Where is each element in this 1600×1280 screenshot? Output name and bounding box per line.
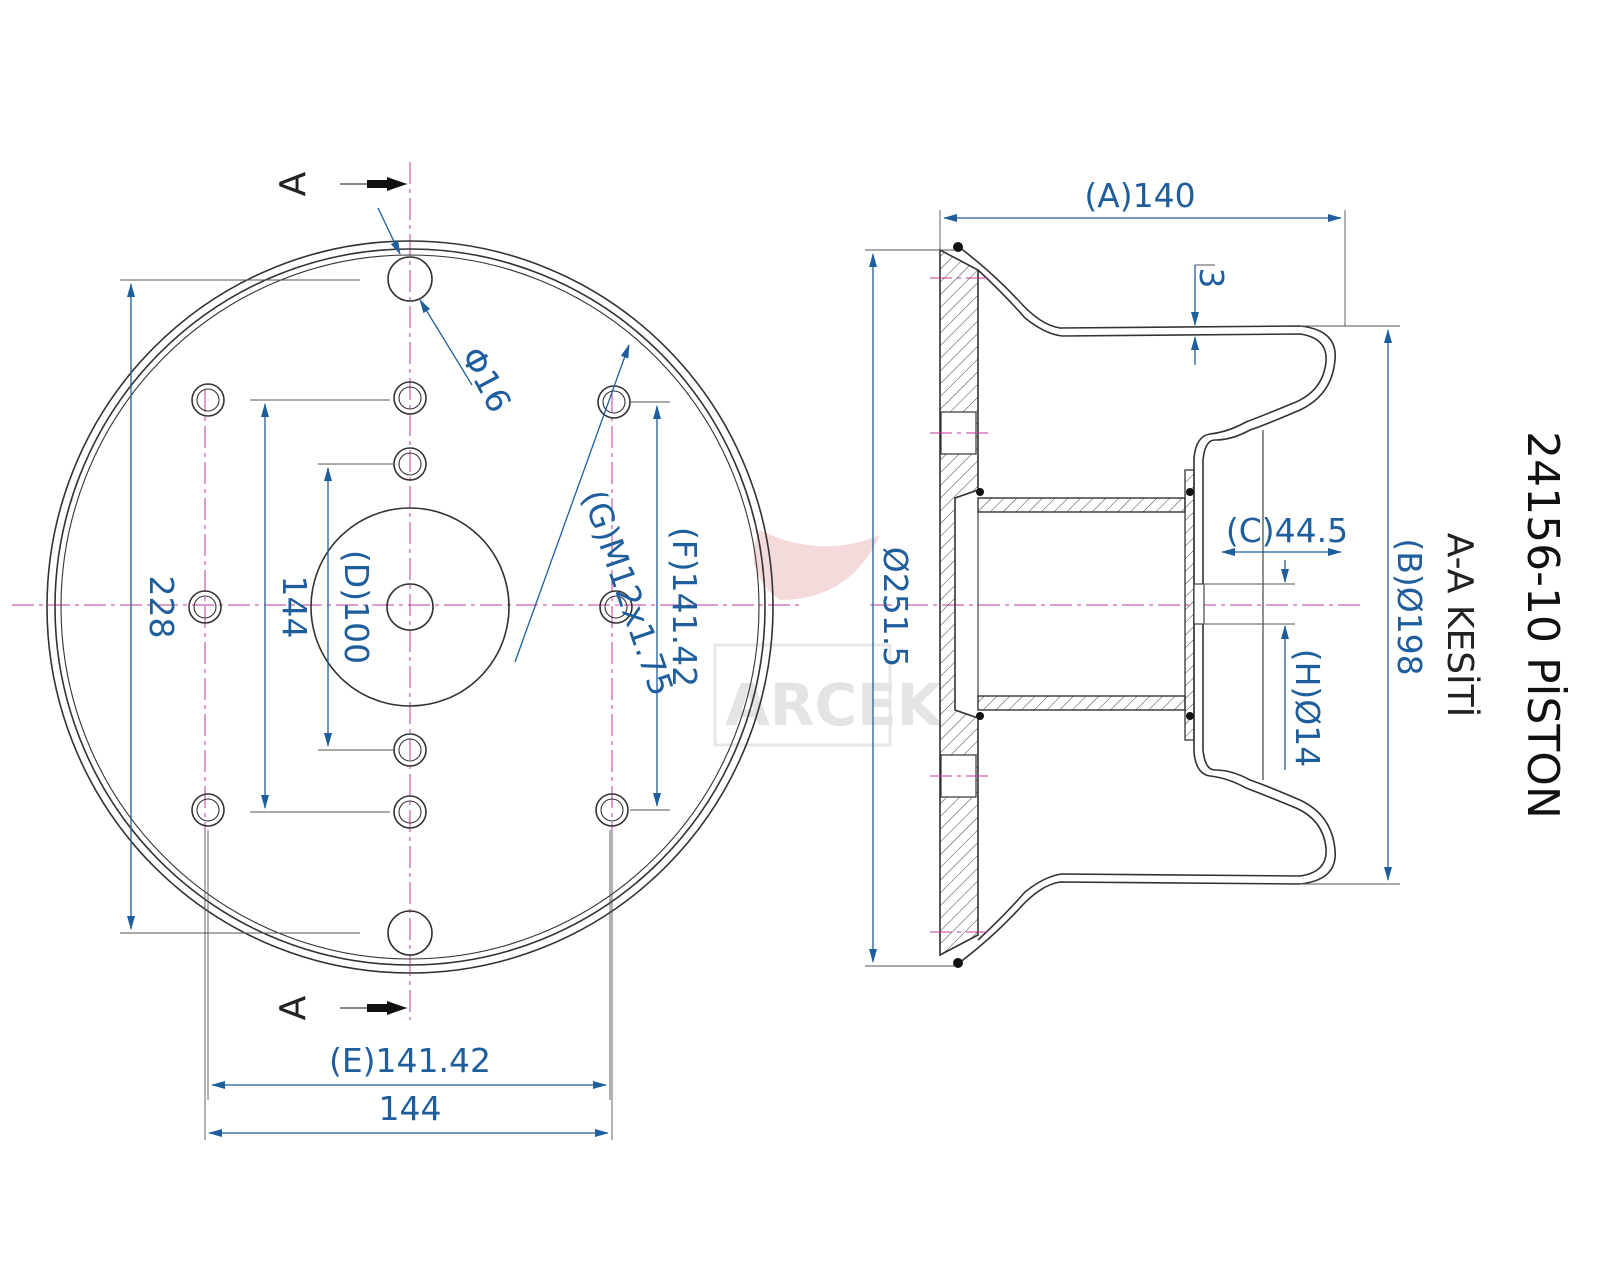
section-bell-inner-top xyxy=(977,269,1327,435)
section-bell-inner-bottom xyxy=(977,775,1327,941)
center-boss-circle xyxy=(310,507,510,707)
section-bell-outer-bottom xyxy=(954,769,1336,967)
dim-center-dia: (D)100 xyxy=(337,550,376,664)
stud-hole-inner xyxy=(600,798,624,822)
weld-mark xyxy=(976,712,984,720)
stud-hole-inner xyxy=(398,738,422,762)
section-marker-bottom: A xyxy=(273,995,314,1020)
dim-outer-height: 228 xyxy=(142,576,181,639)
stud-hole-inner xyxy=(398,452,422,476)
dim-inner-height: 144 xyxy=(275,576,314,639)
bolt-hole-bottom xyxy=(387,910,433,956)
leader-hole-dia-in xyxy=(377,207,401,255)
dim-hole-dia: Φ16 xyxy=(453,340,519,418)
stud-hole xyxy=(188,590,222,624)
section-cap-plate xyxy=(1184,469,1195,741)
dim-wall: 3 xyxy=(1192,268,1231,289)
dim-length: (A)140 xyxy=(1084,176,1195,215)
flange-inner-rim-circle xyxy=(60,254,760,960)
stud-hole xyxy=(191,793,225,827)
section-flange-plate xyxy=(939,248,979,957)
leader-hole-dia-out xyxy=(419,299,473,386)
watermark-logo-shape xyxy=(753,530,880,600)
center-hole xyxy=(386,583,434,631)
section-view: (A)140 3 Ø251.5 (C)44.5 (B)Ø198 (H)Ø14 xyxy=(865,176,1429,968)
watermark-logo-frame xyxy=(713,643,892,747)
weld-mark xyxy=(1186,712,1194,720)
stud-hole xyxy=(191,383,225,417)
watermark-text: ARCEK xyxy=(725,671,944,739)
weld-mark xyxy=(976,488,984,496)
dim-center-offset: (C)44.5 xyxy=(1226,511,1348,550)
dim-hole-spacing-horizontal: (E)141.42 xyxy=(329,1041,491,1080)
bolt-hole-top xyxy=(387,256,433,302)
bolt-holes xyxy=(188,256,633,956)
dim-section-hole-dia: (H)Ø14 xyxy=(1288,649,1327,768)
watermark: ARCEK xyxy=(713,530,944,747)
leader-thread xyxy=(514,344,630,663)
weld-mark xyxy=(953,242,963,252)
section-bell-outer-top xyxy=(954,243,1336,441)
section-tube-wall-bottom xyxy=(977,695,1186,711)
stud-hole-inner xyxy=(602,390,626,414)
section-tube-wall-top xyxy=(977,497,1186,513)
weld-mark xyxy=(953,958,963,968)
section-label: A-A KESİTİ xyxy=(1439,533,1481,718)
flange-rim-circle xyxy=(54,248,766,966)
section-marker-top: A xyxy=(273,171,314,196)
stud-hole xyxy=(595,793,629,827)
section-center-hole xyxy=(1193,583,1205,625)
flange-outer-circle xyxy=(46,240,774,974)
dim-hole-spacing-vertical: (F)141.42 xyxy=(665,527,704,687)
front-view: A A 228 144 (D)100 (F)141.42 Φ16 xyxy=(12,162,800,1140)
stud-hole xyxy=(599,590,633,624)
weld-mark xyxy=(1186,488,1194,496)
stud-hole-inner xyxy=(398,800,422,824)
dim-bore-dia: (B)Ø198 xyxy=(1390,538,1429,675)
stud-hole-inner xyxy=(604,595,628,619)
dim-outer-dia: Ø251.5 xyxy=(876,547,915,667)
stud-hole xyxy=(393,795,427,829)
dim-overall-width: 144 xyxy=(379,1089,442,1128)
stud-hole-inner xyxy=(196,388,220,412)
stud-hole-inner xyxy=(398,386,422,410)
stud-hole-inner xyxy=(193,595,217,619)
stud-hole xyxy=(393,381,427,415)
stud-hole-inner xyxy=(196,798,220,822)
drawing-title: 24156-10 PİSTON xyxy=(1517,431,1569,819)
